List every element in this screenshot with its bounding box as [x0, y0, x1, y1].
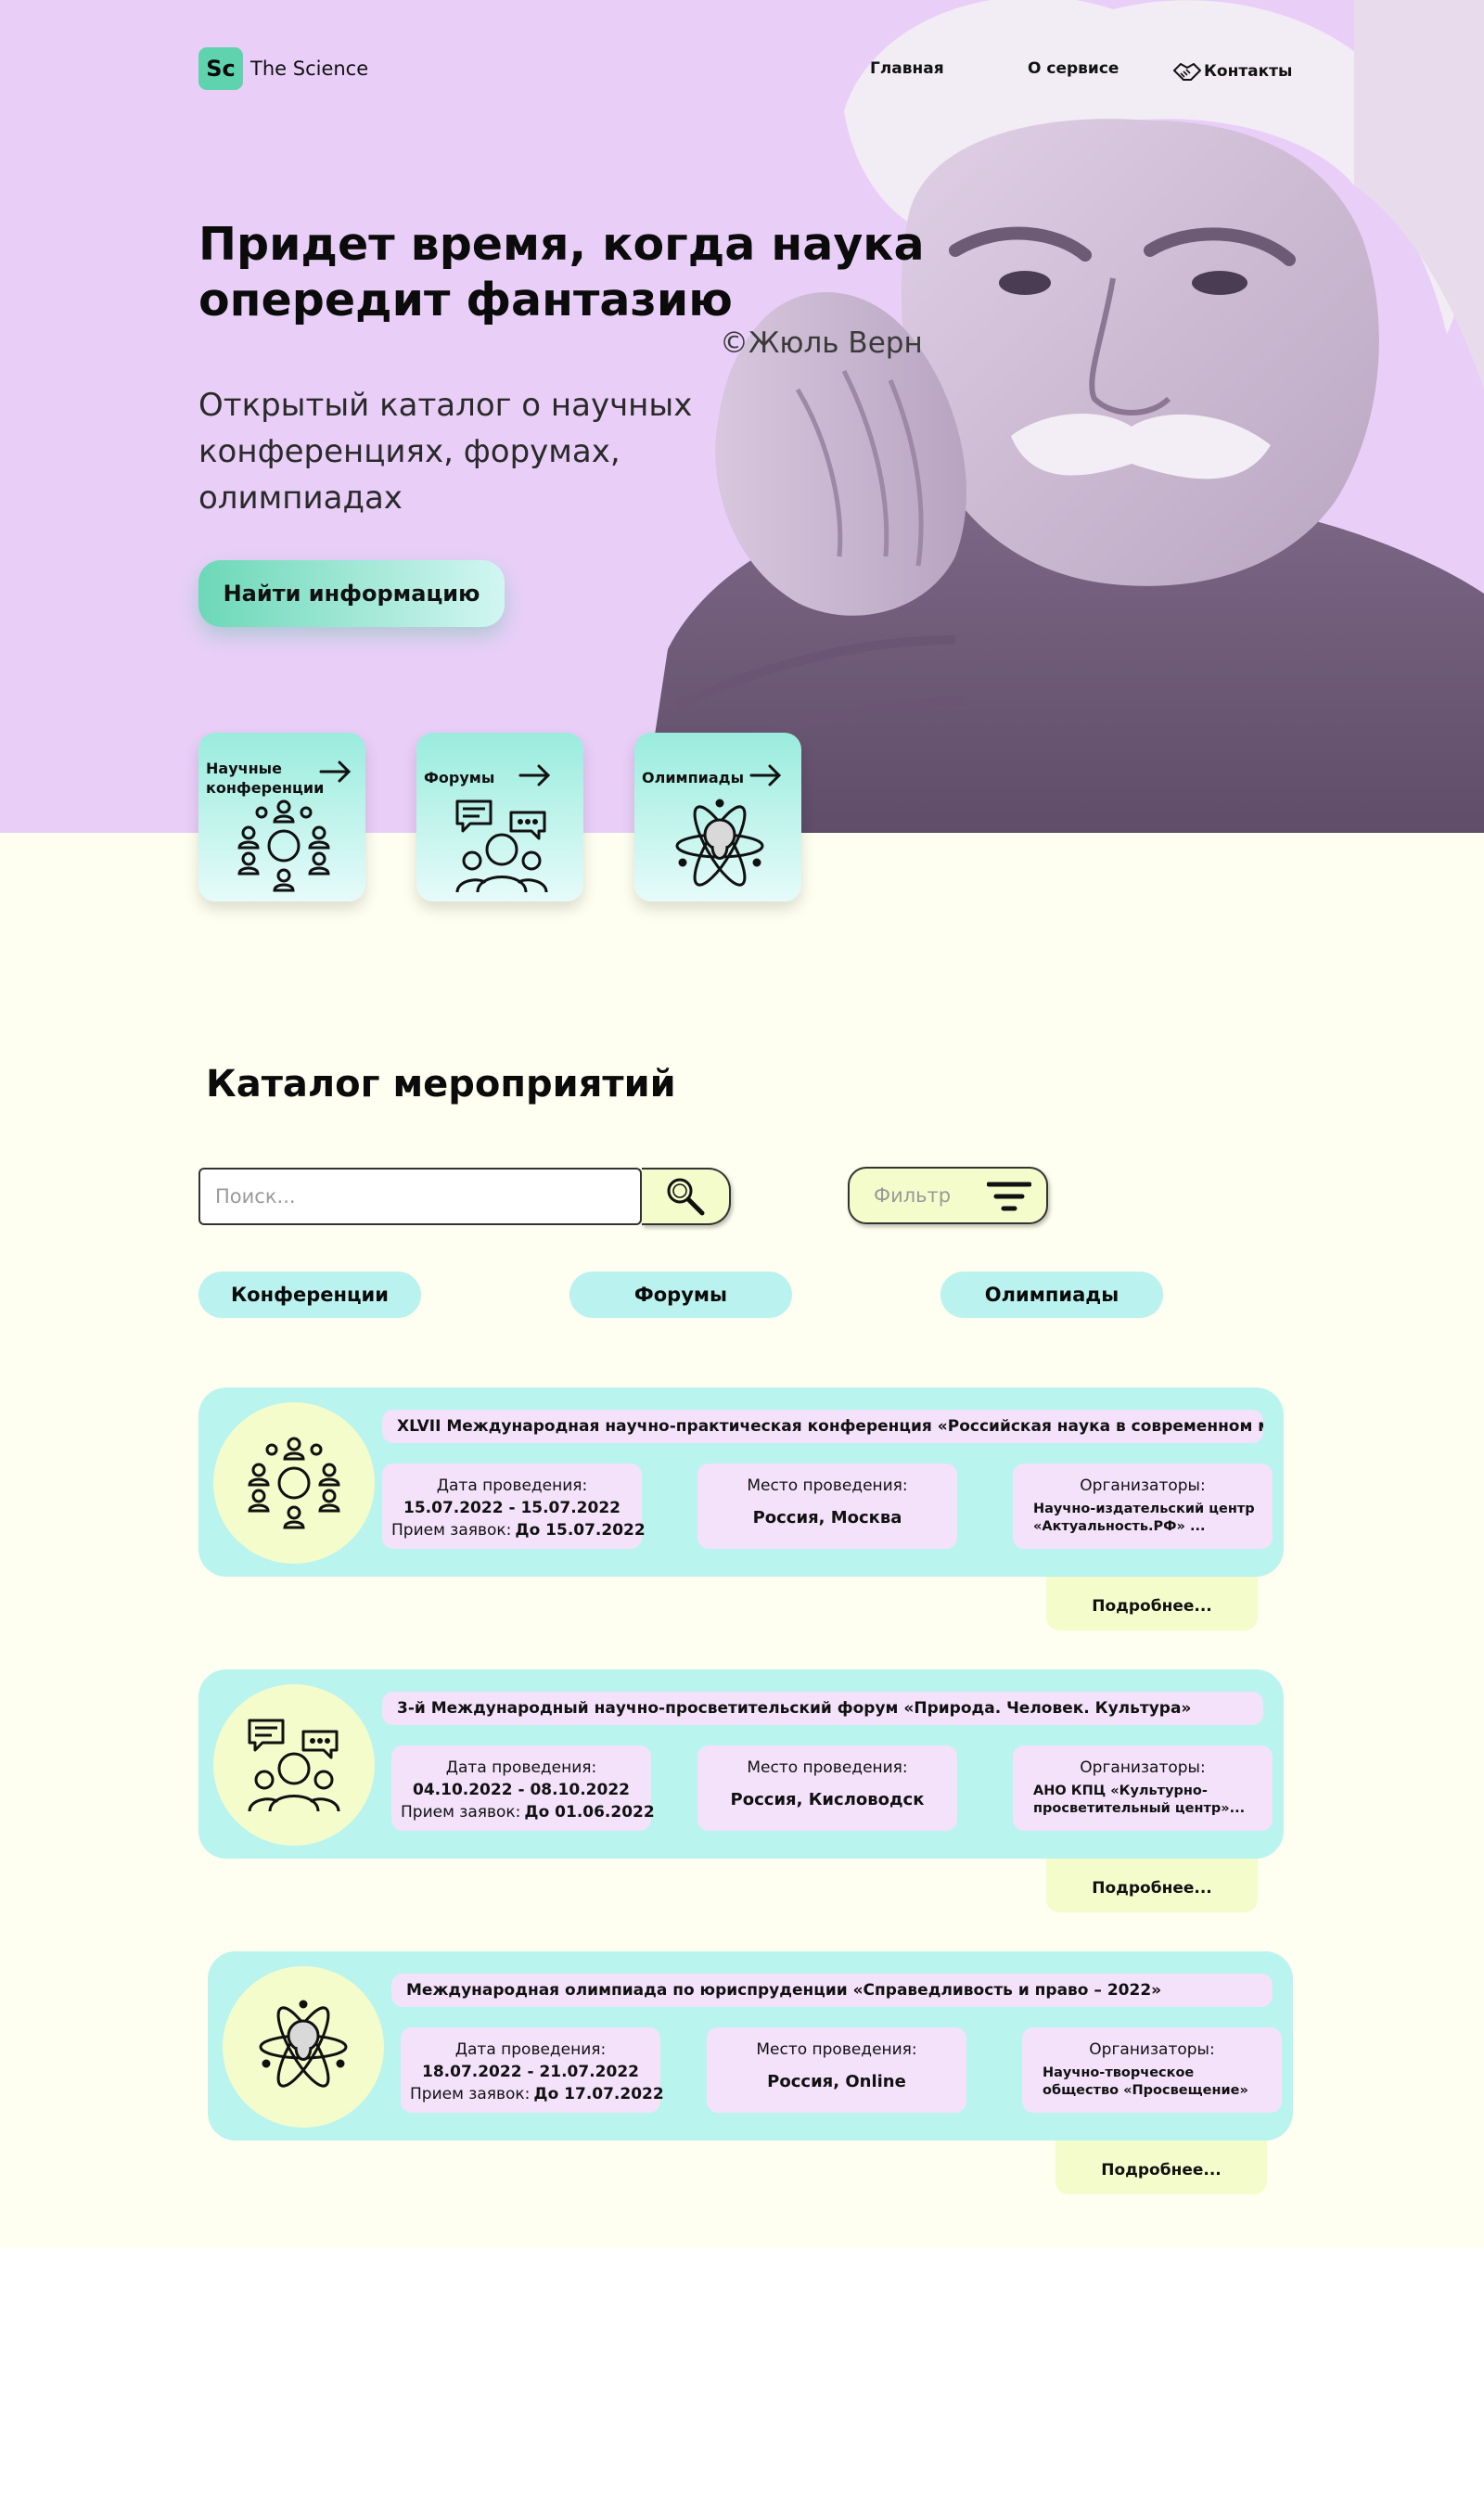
filter-label: Фильтр: [874, 1184, 952, 1207]
org-value: АНО КПЦ «Культурно-просветительный центр…: [1033, 1783, 1246, 1816]
event-icon-wrap: [213, 1684, 375, 1846]
org-value: Научно-творческое общество «Просвещение»: [1043, 2065, 1248, 2098]
place-label: Место проведения:: [756, 2040, 917, 2059]
org-value: Научно-издательский центр «Актуальность.…: [1033, 1502, 1255, 1534]
category-label: Научные конференции: [206, 760, 325, 797]
people-circle-icon: [248, 1437, 340, 1529]
atom-brain-icon: [259, 2000, 348, 2088]
tab-forums[interactable]: Форумы: [569, 1272, 792, 1318]
hero-section: Sc The Science Главная О сервисе Контакт…: [0, 0, 1484, 833]
category-card-olympiads[interactable]: Олимпиады: [634, 733, 801, 901]
event-place-box: Место проведения: Россия, Online: [707, 2027, 966, 2113]
place-label: Место проведения:: [747, 1477, 908, 1495]
event-card-forum[interactable]: 3-й Международный научно-просветительски…: [198, 1669, 1284, 1859]
apply-value: До 01.06.2022: [524, 1803, 655, 1822]
hero-subtitle: Открытый каталог о научных конференциях,…: [198, 387, 693, 517]
more-button[interactable]: Подробнее...: [1046, 1859, 1258, 1912]
date-value: 04.10.2022 - 08.10.2022: [413, 1781, 630, 1799]
catalog-title: Каталог мероприятий: [206, 1063, 676, 1106]
apply-label: Прием заявок:: [391, 1521, 512, 1540]
footer-area: [0, 2248, 1484, 2493]
atom-brain-icon: [675, 799, 764, 887]
date-value: 15.07.2022 - 15.07.2022: [403, 1499, 620, 1517]
nav-home-link[interactable]: Главная: [870, 59, 944, 78]
nav-about-link[interactable]: О сервисе: [1028, 59, 1119, 78]
apply-label: Прием заявок:: [410, 2085, 531, 2103]
category-label: Форумы: [424, 769, 495, 786]
arrow-right-icon: [749, 764, 782, 786]
search-input[interactable]: [198, 1168, 642, 1225]
find-info-button[interactable]: Найти информацию: [198, 560, 505, 627]
more-button[interactable]: Подробнее...: [1046, 1577, 1258, 1630]
hero-title: Придет время, когда наука опередит фанта…: [198, 218, 925, 326]
filter-icon: [987, 1182, 1031, 1211]
event-icon-wrap: [223, 1966, 384, 2128]
event-card-conference[interactable]: XLVII Международная научно-практическая …: [198, 1387, 1284, 1577]
org-label: Организаторы:: [1080, 1758, 1206, 1777]
tab-olympiads[interactable]: Олимпиады: [940, 1272, 1163, 1318]
org-label: Организаторы:: [1089, 2040, 1215, 2059]
logo-badge: Sc: [198, 47, 243, 90]
filter-button[interactable]: Фильтр: [848, 1167, 1048, 1224]
event-org-box: Организаторы: АНО КПЦ «Культурно-просвет…: [1013, 1745, 1273, 1831]
org-label: Организаторы:: [1080, 1477, 1206, 1495]
date-label: Дата проведения:: [454, 2040, 607, 2059]
event-date-box: Дата проведения: 04.10.2022 - 08.10.2022…: [391, 1745, 655, 1831]
date-label: Дата проведения:: [445, 1758, 597, 1777]
place-value: Россия, Москва: [752, 1508, 902, 1528]
category-label: Олимпиады: [642, 769, 745, 786]
date-label: Дата проведения:: [436, 1477, 588, 1495]
nav-contacts-label: Контакты: [1204, 62, 1293, 81]
people-circle-icon: [237, 799, 330, 892]
more-button[interactable]: Подробнее...: [1055, 2141, 1267, 2194]
search-button[interactable]: [642, 1168, 731, 1225]
place-label: Место проведения:: [747, 1758, 908, 1777]
date-value: 18.07.2022 - 21.07.2022: [422, 2063, 639, 2081]
arrow-right-icon: [319, 761, 352, 783]
event-place-box: Место проведения: Россия, Кисловодск: [697, 1745, 957, 1831]
arrow-right-icon: [518, 764, 551, 786]
logo-text: The Science: [250, 58, 369, 80]
event-title: 3-й Международный научно-просветительски…: [382, 1692, 1263, 1725]
event-date-box: Дата проведения: 18.07.2022 - 21.07.2022…: [401, 2027, 664, 2113]
hero-quote: ©Жюль Верн: [720, 326, 923, 360]
place-value: Россия, Кисловодск: [730, 1790, 925, 1809]
tab-conferences[interactable]: Конференции: [198, 1272, 421, 1318]
apply-label: Прием заявок:: [401, 1803, 521, 1822]
portrait-image: [640, 0, 1484, 833]
nav-contacts-link[interactable]: Контакты: [1172, 59, 1292, 83]
event-date-box: Дата проведения: 15.07.2022 - 15.07.2022…: [382, 1464, 646, 1549]
apply-value: До 15.07.2022: [515, 1521, 646, 1540]
event-icon-wrap: [213, 1402, 375, 1564]
event-title: Международная олимпиада по юриспруденции…: [391, 1974, 1273, 2007]
apply-value: До 17.07.2022: [533, 2085, 664, 2103]
logo[interactable]: Sc The Science: [198, 47, 368, 90]
event-title: XLVII Международная научно-практическая …: [382, 1410, 1263, 1443]
event-place-box: Место проведения: Россия, Москва: [697, 1464, 957, 1549]
chat-people-icon: [248, 1719, 340, 1812]
event-org-box: Организаторы: Научно-издательский центр …: [1013, 1464, 1273, 1549]
category-card-conferences[interactable]: Научные конференции: [198, 733, 365, 901]
event-org-box: Организаторы: Научно-творческое общество…: [1022, 2027, 1282, 2113]
place-value: Россия, Online: [767, 2072, 906, 2091]
search-icon: [667, 1178, 705, 1216]
event-card-olympiad[interactable]: Международная олимпиада по юриспруденции…: [208, 1951, 1293, 2141]
handshake-icon: [1173, 63, 1201, 81]
category-card-forums[interactable]: Форумы: [416, 733, 583, 901]
chat-people-icon: [455, 799, 548, 893]
